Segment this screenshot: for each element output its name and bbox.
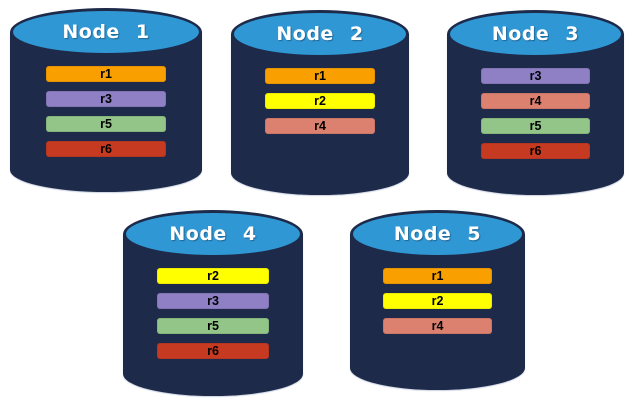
replica-bar-r5: r5 — [157, 318, 269, 334]
replica-bar-r3: r3 — [46, 91, 166, 107]
node-1-cylinder-top: Node 1 — [10, 8, 202, 56]
replica-bar-r6: r6 — [157, 343, 269, 359]
replica-bar-r6: r6 — [480, 143, 591, 159]
replica-bar-r6: r6 — [46, 141, 166, 157]
node-5-cylinder-body — [350, 234, 525, 390]
node-2-cylinder-top: Node 2 — [231, 10, 409, 58]
node-1-label: Node 1 — [62, 21, 150, 43]
node-3-cylinder: Node 3 r3 r4 r5 r6 — [447, 10, 624, 195]
node-4-cylinder: Node 4 r2 r3 r5 r6 — [123, 210, 303, 396]
replica-bar-r3: r3 — [480, 68, 591, 84]
replica-bar-r1: r1 — [46, 66, 166, 82]
replica-bar-r1: r1 — [383, 268, 492, 284]
node-2-cylinder: Node 2 r1 r2 r4 — [231, 10, 409, 195]
node-5-label: Node 5 — [393, 223, 482, 245]
replica-bar-r2: r2 — [264, 93, 376, 109]
node-5-cylinder: Node 5 r1 r2 r4 — [350, 210, 525, 390]
replica-bar-r2: r2 — [383, 293, 492, 309]
node-4-cylinder-top: Node 4 — [123, 210, 303, 258]
node-3-replica-list: r3 r4 r5 r6 — [447, 68, 624, 159]
node-3-cylinder-body — [447, 34, 624, 195]
replica-bar-r4: r4 — [383, 318, 492, 334]
node-5-cylinder-top: Node 5 — [350, 210, 525, 258]
node-1-cylinder: Node 1 r1 r3 r5 r6 — [10, 8, 202, 192]
node-4-cylinder-body — [123, 234, 303, 396]
replica-bar-r5: r5 — [46, 116, 166, 132]
node-5-replica-list: r1 r2 r4 — [350, 268, 525, 334]
node-4-replica-list: r2 r3 r5 r6 — [123, 268, 303, 359]
node-3-cylinder-top: Node 3 — [447, 10, 624, 58]
node-2-cylinder-body — [231, 34, 409, 195]
node-1-cylinder-body — [10, 32, 202, 192]
node-2-label: Node 2 — [276, 23, 364, 45]
replica-bar-r1: r1 — [264, 68, 376, 84]
node-3-label: Node 3 — [491, 23, 580, 45]
replica-bar-r4: r4 — [264, 118, 376, 134]
replica-bar-r4: r4 — [480, 93, 591, 109]
replica-bar-r3: r3 — [157, 293, 269, 309]
replica-bar-r5: r5 — [480, 118, 591, 134]
node-2-replica-list: r1 r2 r4 — [231, 68, 409, 134]
replica-bar-r2: r2 — [157, 268, 269, 284]
node-4-label: Node 4 — [169, 223, 257, 245]
node-1-replica-list: r1 r3 r5 r6 — [10, 66, 202, 157]
